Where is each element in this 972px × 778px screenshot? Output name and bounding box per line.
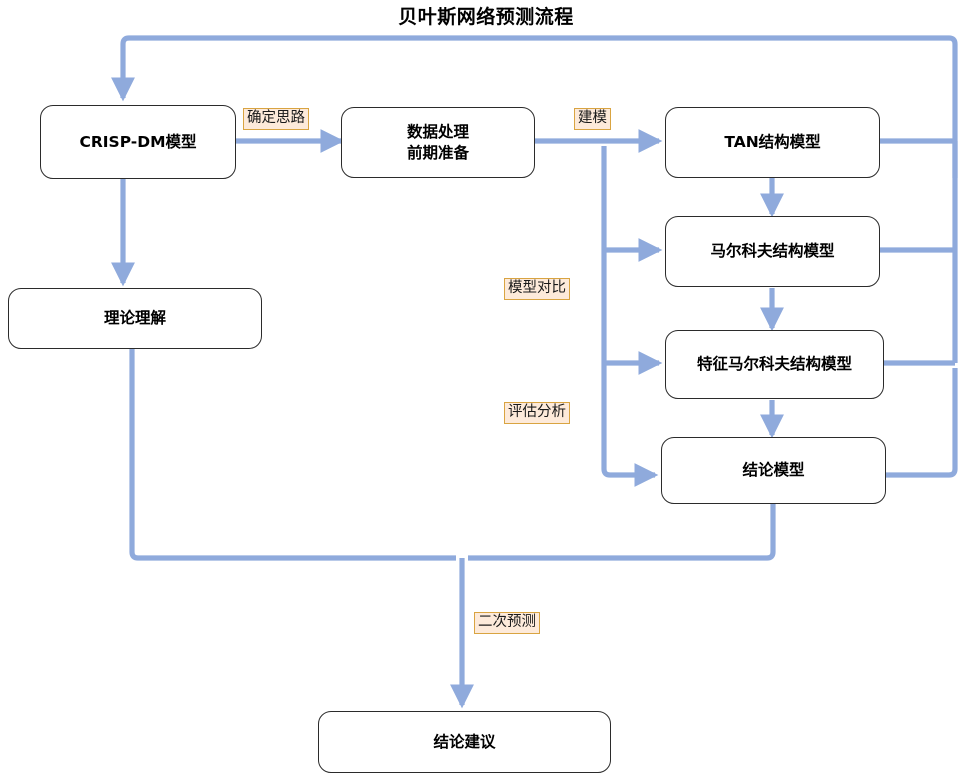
node-theory-understanding-label: 理论理解: [103, 309, 166, 328]
node-markov-structure[interactable]: 马尔科夫结构模型: [665, 216, 880, 287]
edge-conclusion-to-right-rail: [886, 368, 958, 478]
edge-modeling-rail-vertical: [601, 146, 659, 487]
node-feature-markov-structure[interactable]: 特征马尔科夫结构模型: [665, 330, 884, 399]
node-crisp-dm-label: CRISP-DM模型: [79, 132, 197, 151]
node-feature-markov-structure-label: 特征马尔科夫结构模型: [696, 355, 852, 374]
node-conclusion-model[interactable]: 结论模型: [661, 437, 886, 504]
page-title: 贝叶斯网络预测流程: [398, 6, 574, 28]
node-markov-structure-label: 马尔科夫结构模型: [710, 242, 835, 261]
edge-label-confirm-approach: 确定思路: [243, 108, 309, 131]
node-tan-structure[interactable]: TAN结构模型: [665, 107, 880, 178]
edge-label-modeling: 建模: [574, 108, 611, 131]
node-conclusion-model-label: 结论模型: [742, 461, 805, 480]
edge-conclusion-model-to-bottom-rail: [468, 504, 776, 561]
node-crisp-dm[interactable]: CRISP-DM模型: [40, 105, 236, 179]
node-conclusion-advice-label: 结论建议: [433, 732, 496, 751]
edge-label-model-comparison: 模型对比: [504, 278, 570, 301]
node-data-preparation-label-line2: 前期准备: [406, 143, 469, 162]
node-data-preparation-label-line1: 数据处理: [406, 122, 469, 141]
node-conclusion-advice[interactable]: 结论建议: [318, 711, 611, 773]
edge-theory-to-bottom-rail: [129, 348, 456, 561]
node-tan-structure-label: TAN结构模型: [724, 133, 821, 152]
edge-label-second-prediction: 二次预测: [474, 612, 540, 635]
edge-label-evaluation: 评估分析: [504, 402, 570, 425]
node-data-preparation[interactable]: 数据处理 前期准备: [341, 107, 535, 178]
node-theory-understanding[interactable]: 理论理解: [8, 288, 262, 349]
